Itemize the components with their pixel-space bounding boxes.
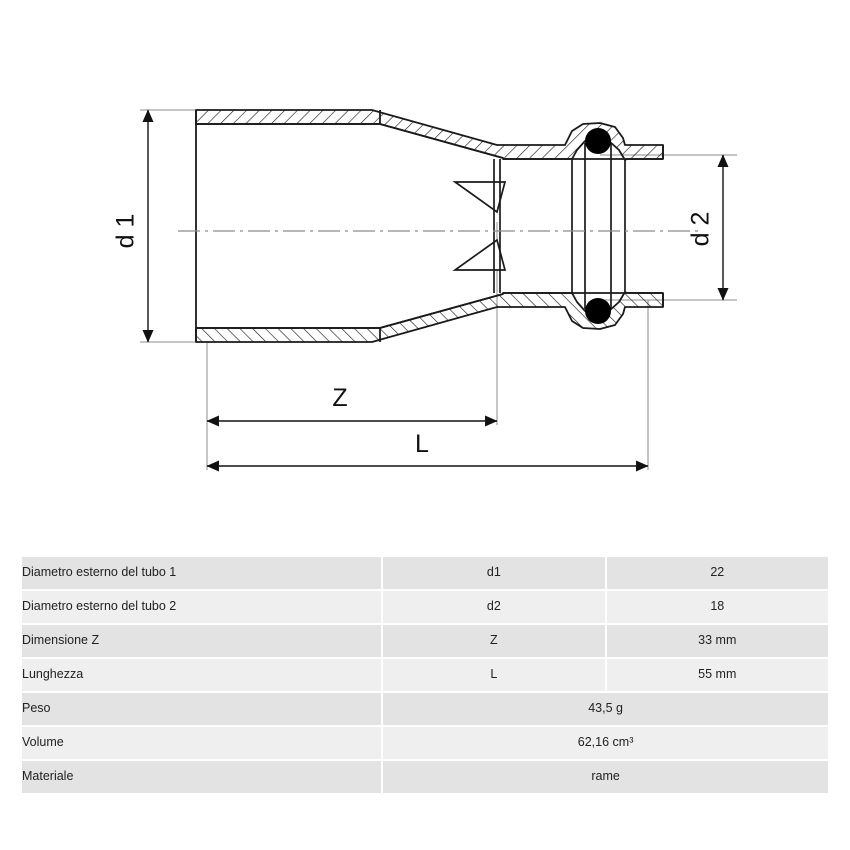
spec-value: 62,16 cm³	[383, 727, 828, 761]
spec-symbol: d2	[383, 591, 607, 625]
spec-label: Volume	[22, 727, 384, 761]
table-row: Diametro esterno del tubo 2 d2 18	[22, 591, 828, 625]
dimension-d1: d 1	[112, 109, 154, 343]
spec-label: Lunghezza	[22, 659, 384, 693]
reducer-section-drawing: d 1 d 2 Z L	[112, 109, 737, 472]
dimension-z: Z	[206, 384, 498, 427]
spec-symbol: L	[383, 659, 607, 693]
spec-label: Diametro esterno del tubo 1	[22, 557, 384, 591]
table-row: Volume 62,16 cm³	[22, 727, 828, 761]
inner-cone-bottom	[379, 293, 504, 329]
table-row: Diametro esterno del tubo 1 d1 22	[22, 557, 828, 591]
spec-label: Diametro esterno del tubo 2	[22, 591, 384, 625]
dimension-d2: d 2	[687, 154, 729, 301]
spec-value: 43,5 g	[383, 693, 828, 727]
witness-lines	[140, 109, 737, 470]
spec-value: rame	[383, 761, 828, 795]
table-row: Peso 43,5 g	[22, 693, 828, 727]
dimension-d2-label: d 2	[687, 212, 715, 247]
table-row: Lunghezza L 55 mm	[22, 659, 828, 693]
spec-value: 22	[606, 557, 828, 591]
socket-bore-lines	[503, 143, 664, 309]
spec-value: 55 mm	[606, 659, 828, 693]
spec-label: Dimensione Z	[22, 625, 384, 659]
reducer-body	[195, 109, 664, 343]
spec-value: 18	[606, 591, 828, 625]
o-ring-seal-top	[585, 128, 611, 154]
o-ring-seal-bottom	[585, 298, 611, 324]
dimension-z-label: Z	[332, 384, 347, 412]
dimension-d1-label: d 1	[112, 214, 140, 249]
specification-table: Diametro esterno del tubo 1 d1 22 Diamet…	[22, 557, 828, 795]
spec-label: Materiale	[22, 761, 384, 795]
spec-value: 33 mm	[606, 625, 828, 659]
technical-drawing: d 1 d 2 Z L	[112, 109, 737, 472]
spec-symbol: d1	[383, 557, 607, 591]
inner-cone-top	[379, 123, 504, 159]
dimension-l-label: L	[415, 430, 429, 458]
table-row: Dimensione Z Z 33 mm	[22, 625, 828, 659]
spec-label: Peso	[22, 693, 384, 727]
table-row: Materiale rame	[22, 761, 828, 795]
specification-table-body: Diametro esterno del tubo 1 d1 22 Diamet…	[22, 557, 828, 795]
spec-symbol: Z	[383, 625, 607, 659]
dimension-l: L	[206, 430, 649, 472]
shoulder-stem	[493, 159, 501, 293]
depth-stop-shoulder	[452, 181, 507, 271]
